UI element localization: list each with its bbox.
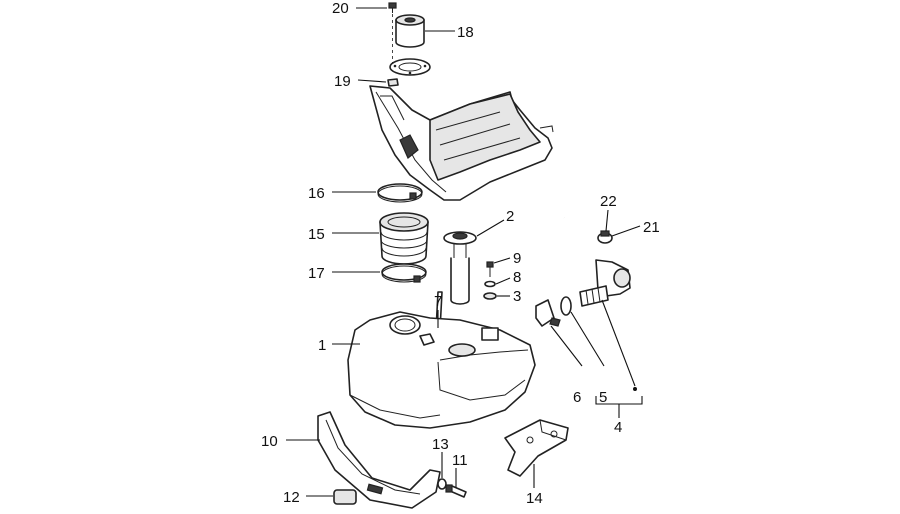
leader-lines — [286, 7, 643, 497]
part-2-fuel-sender — [443, 231, 477, 305]
part-5-o-ring — [560, 296, 572, 316]
callout-12: 12 — [283, 489, 300, 506]
flange-ring — [389, 58, 431, 76]
callout-15: 15 — [308, 226, 325, 243]
top-cover-housing — [369, 85, 554, 201]
callout-20: 20 — [332, 0, 349, 17]
part-12-rubber-pad — [333, 489, 357, 505]
callout-10: 10 — [261, 433, 278, 450]
callout-7: 7 — [434, 293, 442, 310]
part-14-bracket — [504, 419, 569, 477]
parts-21-22-hose-clamp — [597, 230, 613, 244]
fuel-hose — [562, 217, 597, 262]
callout-11: 11 — [452, 452, 468, 469]
callout-13: 13 — [432, 436, 449, 453]
callout-labels: 20 18 19 16 15 17 1 2 9 8 3 7 22 21 6 5 … — [261, 0, 660, 507]
callout-17: 17 — [308, 265, 325, 282]
part-19-clip — [387, 78, 399, 87]
callout-6: 6 — [573, 389, 581, 406]
part-10-support-strap — [317, 411, 441, 509]
callout-5: 5 — [599, 389, 607, 406]
callout-21: 21 — [643, 219, 660, 236]
callout-2: 2 — [506, 208, 514, 225]
callout-3: 3 — [513, 288, 521, 305]
part-16-clamp — [377, 183, 423, 203]
callout-9: 9 — [513, 250, 521, 267]
part-4-fuel-tap — [579, 259, 631, 307]
part-6-clip — [535, 299, 561, 327]
callout-19: 19 — [334, 73, 351, 90]
parts-9-8-3-hardware — [483, 261, 497, 300]
part-20-screw — [388, 2, 397, 70]
parts-11-13-washer-bolt — [437, 478, 467, 498]
part-1-fuel-tank — [347, 311, 536, 429]
part-17-clamp — [381, 263, 427, 283]
callout-16: 16 — [308, 185, 325, 202]
callout-4: 4 — [614, 419, 622, 436]
part-18-cap — [395, 14, 425, 48]
callout-8: 8 — [513, 269, 521, 286]
callout-14: 14 — [526, 490, 543, 507]
callout-1: 1 — [318, 337, 326, 354]
part-15-bellows — [379, 212, 429, 265]
callout-22: 22 — [600, 193, 617, 210]
callout-18: 18 — [457, 24, 474, 41]
